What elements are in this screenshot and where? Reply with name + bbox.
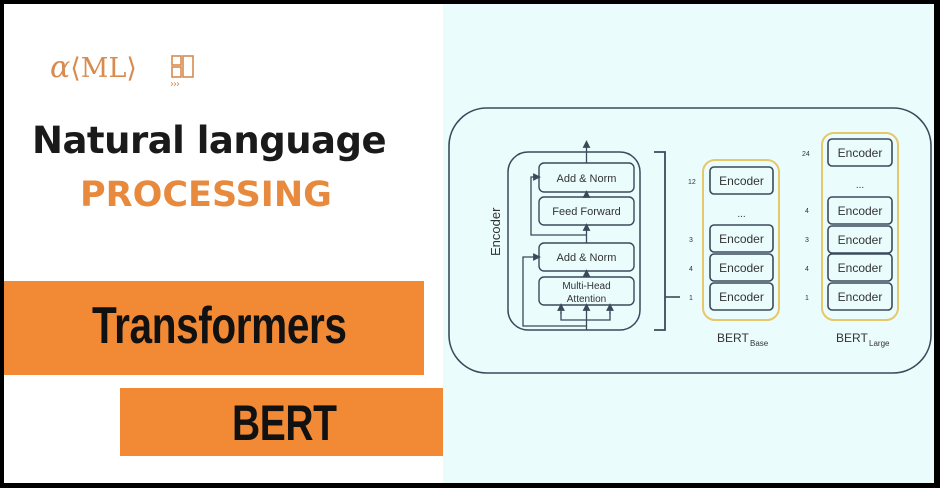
layer-attention: Attention [567, 294, 606, 305]
bert-label: BERT [232, 395, 337, 451]
bert-large-title: BERT [836, 331, 868, 345]
logo: α⟨ML⟩ ››› [50, 50, 194, 90]
bert-large-encoder-24: Encoder [838, 146, 883, 160]
logo-alpha: α [50, 50, 71, 85]
bert-base-title: BERT [717, 331, 749, 345]
logo-text: ⟨ML⟩ [70, 53, 137, 84]
layer-add-norm-top: Add & Norm [557, 173, 617, 185]
bert-large-subscript: Large [869, 339, 890, 348]
bert-base-encoder-12: Encoder [719, 174, 764, 188]
svg-text:4: 4 [689, 266, 693, 273]
bert-base-stack: 12 Encoder ... 3 Encoder 4 Encoder 1 Enc… [688, 159, 780, 348]
bert-base-encoder-3: Encoder [719, 232, 764, 246]
bert-architecture-diagram: Encoder Add & Norm Feed Forward Add & No… [448, 107, 932, 374]
thumbnail-frame: α⟨ML⟩ ››› Natural language PROCESSING Tr… [4, 4, 934, 483]
svg-text:4: 4 [805, 208, 809, 215]
headline-line1: Natural language [32, 119, 387, 162]
layer-add-norm-bottom: Add & Norm [557, 252, 617, 264]
bert-large-encoder-1: Encoder [838, 290, 883, 304]
transformers-label: Transformers [92, 297, 347, 355]
logo-chevrons-icon: ››› [170, 79, 180, 90]
svg-text:3: 3 [689, 237, 693, 244]
stack-bracket [654, 151, 666, 331]
svg-text:4: 4 [805, 266, 809, 273]
encoder-flow-arrows [522, 140, 614, 330]
svg-text:12: 12 [688, 179, 696, 186]
bert-large-stack: 24 Encoder ... 4 Encoder 3 Encoder 4 Enc… [802, 132, 899, 348]
bert-base-encoder-1: Encoder [719, 290, 764, 304]
svg-text:...: ... [737, 209, 745, 220]
bert-base-subscript: Base [750, 339, 769, 348]
svg-text:3: 3 [805, 237, 809, 244]
headline-line2: PROCESSING [80, 175, 332, 215]
svg-text:1: 1 [805, 295, 809, 302]
layer-multi-head: Multi-Head [562, 281, 610, 292]
svg-text:1: 1 [689, 295, 693, 302]
logo-boxes-icon [171, 55, 194, 78]
svg-text:24: 24 [802, 151, 810, 158]
encoder-block [507, 151, 641, 331]
layer-feed-forward: Feed Forward [552, 206, 620, 218]
bert-large-encoder-3: Encoder [838, 233, 883, 247]
bert-base-encoder-4: Encoder [719, 261, 764, 275]
transformers-banner: Transformers [4, 281, 424, 375]
bert-large-encoder-4a: Encoder [838, 204, 883, 218]
svg-text:...: ... [856, 180, 864, 191]
diagram-panel [443, 4, 934, 483]
bert-banner: BERT [120, 388, 443, 456]
encoder-side-label: Encoder [488, 207, 503, 256]
diagram-container [448, 107, 932, 374]
bert-large-encoder-4b: Encoder [838, 261, 883, 275]
